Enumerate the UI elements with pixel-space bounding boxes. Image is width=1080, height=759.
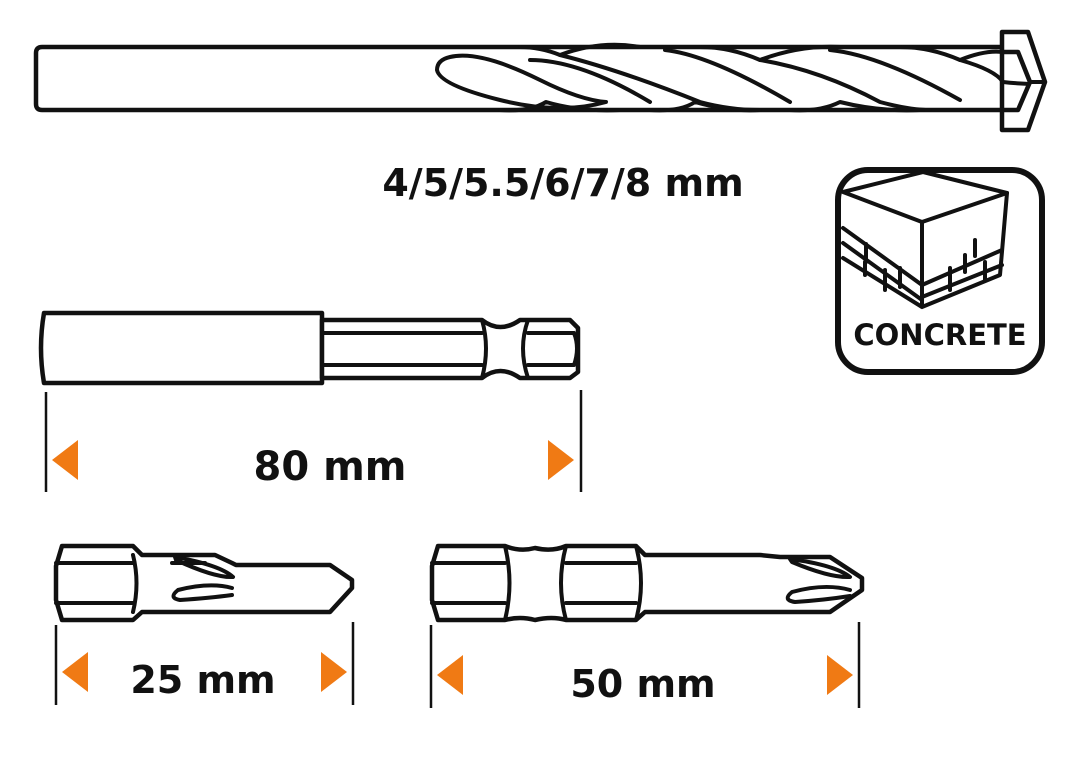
length-50mm-label: 50 mm [570, 662, 715, 706]
masonry-drill-bit [33, 29, 1048, 133]
drill-diameters-label: 4/5/5.5/6/7/8 mm [382, 161, 743, 205]
dimension-80mm [44, 390, 583, 492]
length-80mm-label: 80 mm [254, 444, 407, 490]
length-25mm-label: 25 mm [130, 658, 275, 702]
concrete-icon [835, 167, 1045, 375]
dimension-25mm [54, 622, 355, 705]
hex-bit-holder [38, 310, 581, 386]
arrow-left-icon [52, 440, 78, 480]
dimension-50mm [429, 622, 861, 708]
arrow-right-icon [321, 652, 347, 692]
concrete-label: CONCRETE [853, 318, 1026, 352]
arrow-right-icon [548, 440, 574, 480]
arrow-right-icon [827, 655, 853, 695]
arrow-left-icon [437, 655, 463, 695]
screw-bit-50mm [429, 543, 865, 623]
arrow-left-icon [62, 652, 88, 692]
screw-bit-25mm [53, 543, 355, 623]
